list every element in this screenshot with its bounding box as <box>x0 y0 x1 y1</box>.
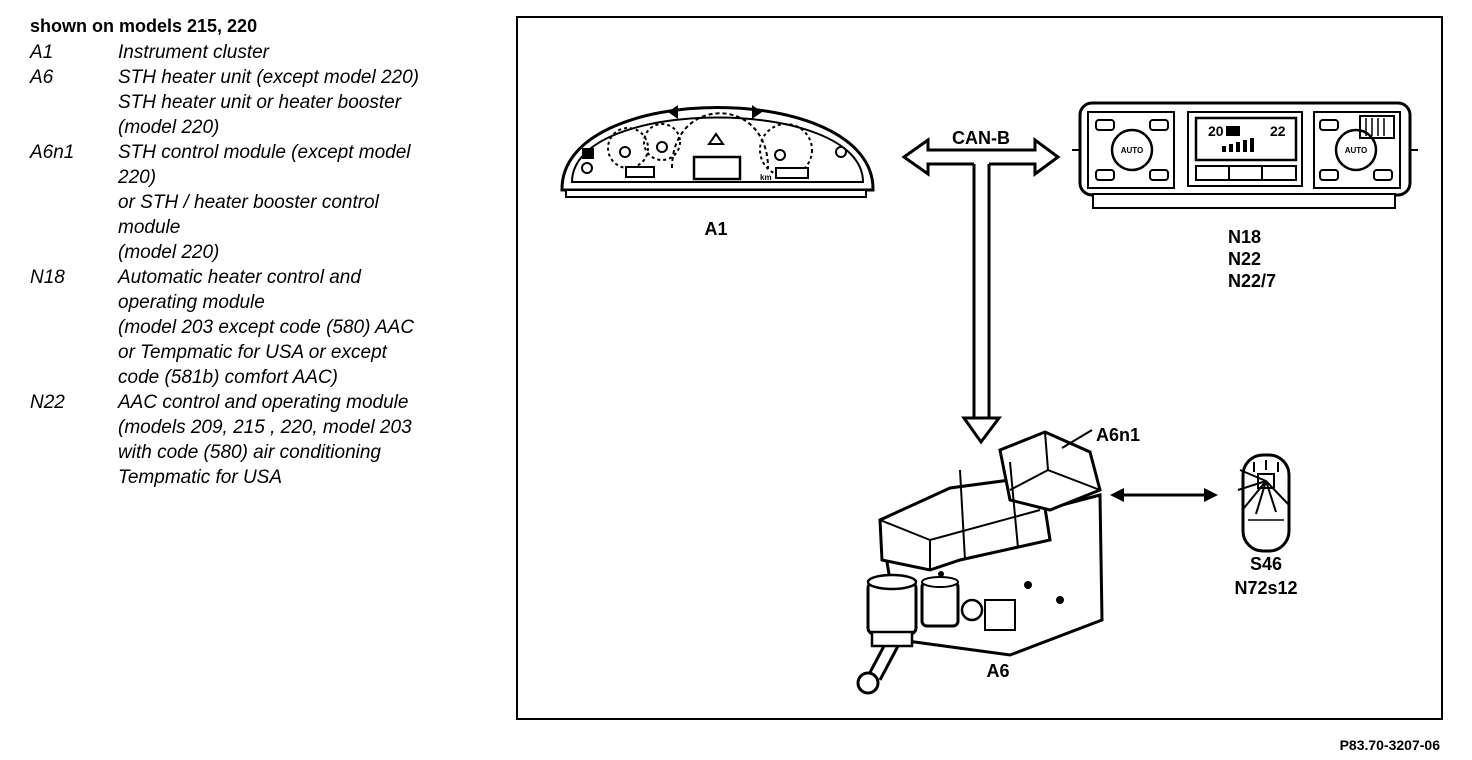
legend-line: Instrument cluster <box>118 42 269 63</box>
legend-code: A6 <box>30 67 54 88</box>
legend-line: code (581b) comfort AAC) <box>118 367 338 388</box>
legend-line: AAC control and operating module <box>118 392 409 413</box>
legend-line: STH heater unit or heater booster <box>118 92 402 113</box>
heater-unit-label: A6 <box>986 661 1009 681</box>
legend-line: module <box>118 217 181 238</box>
legend-code: N22 <box>30 392 65 413</box>
can-b-bus <box>901 137 1061 445</box>
legend-code: A6n1 <box>30 142 75 163</box>
switch-label-s46: S46 <box>1250 554 1282 574</box>
climate-control-panel: AUTO 20 22 AUTO <box>1072 101 1418 209</box>
legend-item-n22: N22 AAC control and operating module (mo… <box>30 390 500 490</box>
display-left-temp: 20 <box>1208 123 1224 139</box>
legend-description: Automatic heater control and operating m… <box>118 265 500 390</box>
legend-heading: shown on models 215, 220 <box>30 16 258 36</box>
legend-line: (model 203 except code (580) AAC <box>118 317 415 338</box>
switch-connection-arrow <box>1110 488 1218 502</box>
legend-description: STH heater unit (except model 220) STH h… <box>118 65 500 140</box>
legend-item-a6: A6 STH heater unit (except model 220) ST… <box>30 65 500 140</box>
legend-line: STH control module (except model <box>118 142 411 163</box>
svg-text:AUTO: AUTO <box>1345 146 1368 155</box>
legend-description: AAC control and operating module (models… <box>118 390 500 490</box>
figure-reference: P83.70-3207-06 <box>1340 737 1441 753</box>
display-right-temp: 22 <box>1270 123 1286 139</box>
legend-line: 220) <box>118 167 157 188</box>
heater-switch-s46 <box>1237 453 1291 553</box>
legend-line: (models 209, 215 , 220, model 203 <box>118 417 412 438</box>
switch-label-n72s12: N72s12 <box>1234 578 1297 598</box>
legend-line: Tempmatic for USA <box>118 467 283 488</box>
instrument-cluster-a1: km <box>560 105 875 198</box>
control-module-label-n22-7: N22/7 <box>1228 271 1276 291</box>
control-module-label-n18: N18 <box>1228 227 1261 247</box>
legend-code: N18 <box>30 267 65 288</box>
legend-code: A1 <box>30 42 54 63</box>
legend-line: with code (580) air conditioning <box>118 442 381 463</box>
svg-text:km: km <box>760 173 772 182</box>
svg-text:AUTO: AUTO <box>1121 146 1144 155</box>
legend-item-a1: A1 Instrument cluster <box>30 40 500 65</box>
legend: shown on models 215, 220 A1 Instrument c… <box>30 14 500 490</box>
legend-item-a6n1: A6n1 STH control module (except model 22… <box>30 140 500 265</box>
legend-line: STH heater unit (except model 220) <box>118 67 419 88</box>
heater-unit-a6 <box>856 429 1104 695</box>
control-module-label-n22: N22 <box>1228 249 1261 269</box>
legend-line: Automatic heater control and <box>118 267 361 288</box>
control-module-a6n1-label: A6n1 <box>1096 425 1140 445</box>
legend-line: (model 220) <box>118 117 220 138</box>
legend-description: Instrument cluster <box>118 40 500 65</box>
legend-line: or STH / heater booster control <box>118 192 379 213</box>
can-b-label: CAN-B <box>952 128 1010 148</box>
legend-line: or Tempmatic for USA or except <box>118 342 387 363</box>
legend-item-n18: N18 Automatic heater control and operati… <box>30 265 500 390</box>
legend-line: operating module <box>118 292 265 313</box>
legend-description: STH control module (except model 220) or… <box>118 140 500 265</box>
diagram-frame <box>516 16 1443 720</box>
instrument-cluster-label: A1 <box>704 219 727 239</box>
legend-line: (model 220) <box>118 242 220 263</box>
